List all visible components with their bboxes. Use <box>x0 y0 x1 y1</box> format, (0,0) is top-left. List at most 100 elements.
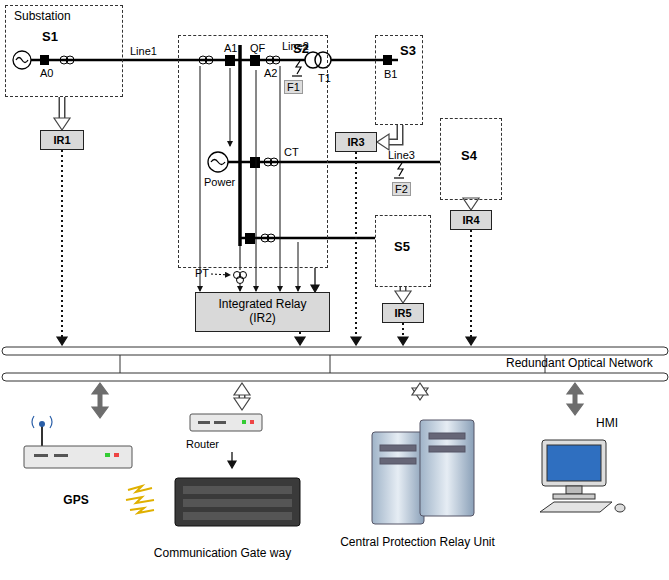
router-device <box>190 414 262 431</box>
relay-wire <box>298 242 299 291</box>
arrow-head <box>377 134 389 150</box>
arrow-head <box>54 118 70 130</box>
breaker-symbol <box>250 55 260 66</box>
server-device <box>372 420 474 524</box>
generator-symbol <box>208 152 228 172</box>
part-label: Line3 <box>388 149 415 161</box>
relay-box: IR3 <box>335 132 377 152</box>
arrow-head <box>567 383 583 394</box>
relay-wire <box>200 66 201 291</box>
integrated-relay-box: Integrated Relay (IR2) <box>195 292 330 332</box>
node-text: Central Protection Relay Unit <box>330 536 505 550</box>
substation-box: S3 <box>375 35 423 125</box>
connector <box>395 287 411 303</box>
arrow-head <box>398 337 408 345</box>
gps-device <box>114 453 119 457</box>
arrow-head <box>234 383 250 395</box>
relay-wire <box>256 70 257 291</box>
part-label: T1 <box>318 72 331 84</box>
generator-symbol <box>16 58 28 63</box>
generator-symbol <box>211 160 225 165</box>
node-text: S1 <box>42 30 58 45</box>
part-label: Power <box>204 176 235 188</box>
pt-symbol <box>211 272 247 284</box>
connector <box>412 383 428 400</box>
gps-device <box>24 446 132 468</box>
gateway-device <box>126 486 154 513</box>
relay-box: IR1 <box>40 130 84 150</box>
hmi-terminal: HMI <box>530 415 630 520</box>
breaker-symbol <box>250 157 260 168</box>
connector-line <box>314 268 315 286</box>
connector <box>377 125 400 150</box>
connector <box>234 383 250 410</box>
ct-symbol <box>60 56 280 242</box>
router-device <box>198 421 210 424</box>
connector <box>398 323 408 345</box>
connector <box>92 383 108 418</box>
fault-symbol <box>292 75 302 76</box>
arrow-head <box>92 407 108 418</box>
arrow-head <box>295 337 305 345</box>
generator-symbol <box>13 51 228 172</box>
part-label: A1 <box>224 42 237 54</box>
arrow-head <box>466 337 476 345</box>
substation-box: S5 <box>375 215 431 287</box>
relay-wire <box>230 68 231 146</box>
node-text: S3 <box>400 44 416 59</box>
power-lines <box>240 246 241 270</box>
router-device: Router <box>185 410 265 452</box>
connector <box>54 97 70 130</box>
power-lines <box>238 45 242 246</box>
pt-symbol <box>237 277 244 284</box>
gateway-device <box>183 486 292 494</box>
server-device <box>420 420 474 516</box>
gateway-device <box>183 499 292 507</box>
gps-device <box>54 454 68 457</box>
connector <box>466 230 476 345</box>
hmi-computer <box>566 486 582 494</box>
hmi-computer <box>615 504 625 512</box>
part-label: B1 <box>384 68 397 80</box>
hmi-computer <box>540 440 625 512</box>
breaker-symbol <box>40 55 49 65</box>
connector <box>351 152 361 345</box>
server-device <box>429 433 465 439</box>
gateway-device: Communication Gate way <box>120 468 325 563</box>
breaker-symbol <box>245 233 255 244</box>
arrow-head <box>412 383 428 395</box>
server-device <box>380 458 416 464</box>
part-label: CT <box>284 146 299 158</box>
power-lines <box>240 237 375 240</box>
network-band <box>2 347 668 381</box>
transformer-symbol <box>315 52 331 68</box>
ct-symbol <box>270 158 278 166</box>
node-text: GPS <box>15 494 137 508</box>
router-device <box>242 420 246 424</box>
fault-symbol <box>292 61 404 178</box>
breaker-symbol <box>40 55 392 244</box>
node-text: IR1 <box>53 134 70 147</box>
connector <box>228 452 236 468</box>
substation-box: S2 <box>178 35 328 268</box>
arrow-head <box>228 461 236 468</box>
breaker-symbol <box>225 55 235 66</box>
node-text: Integrated Relay (IR2) <box>213 298 313 326</box>
optical-network: Redundant Optical Network <box>0 345 669 383</box>
router-device <box>250 420 254 424</box>
hmi-computer <box>547 445 601 481</box>
part-label: QF <box>250 42 265 54</box>
node-text: Communication Gate way <box>120 547 325 561</box>
server-device <box>380 445 416 451</box>
generator-symbol <box>13 51 31 69</box>
relay-box: IR5 <box>382 303 424 323</box>
gateway-device <box>126 478 300 526</box>
node-text: IR4 <box>462 214 479 227</box>
relay-box: IR4 <box>450 210 492 230</box>
relay-wire <box>240 284 241 291</box>
ct-symbol <box>205 56 213 64</box>
ct-symbol <box>267 234 275 242</box>
connector-line <box>59 97 66 120</box>
